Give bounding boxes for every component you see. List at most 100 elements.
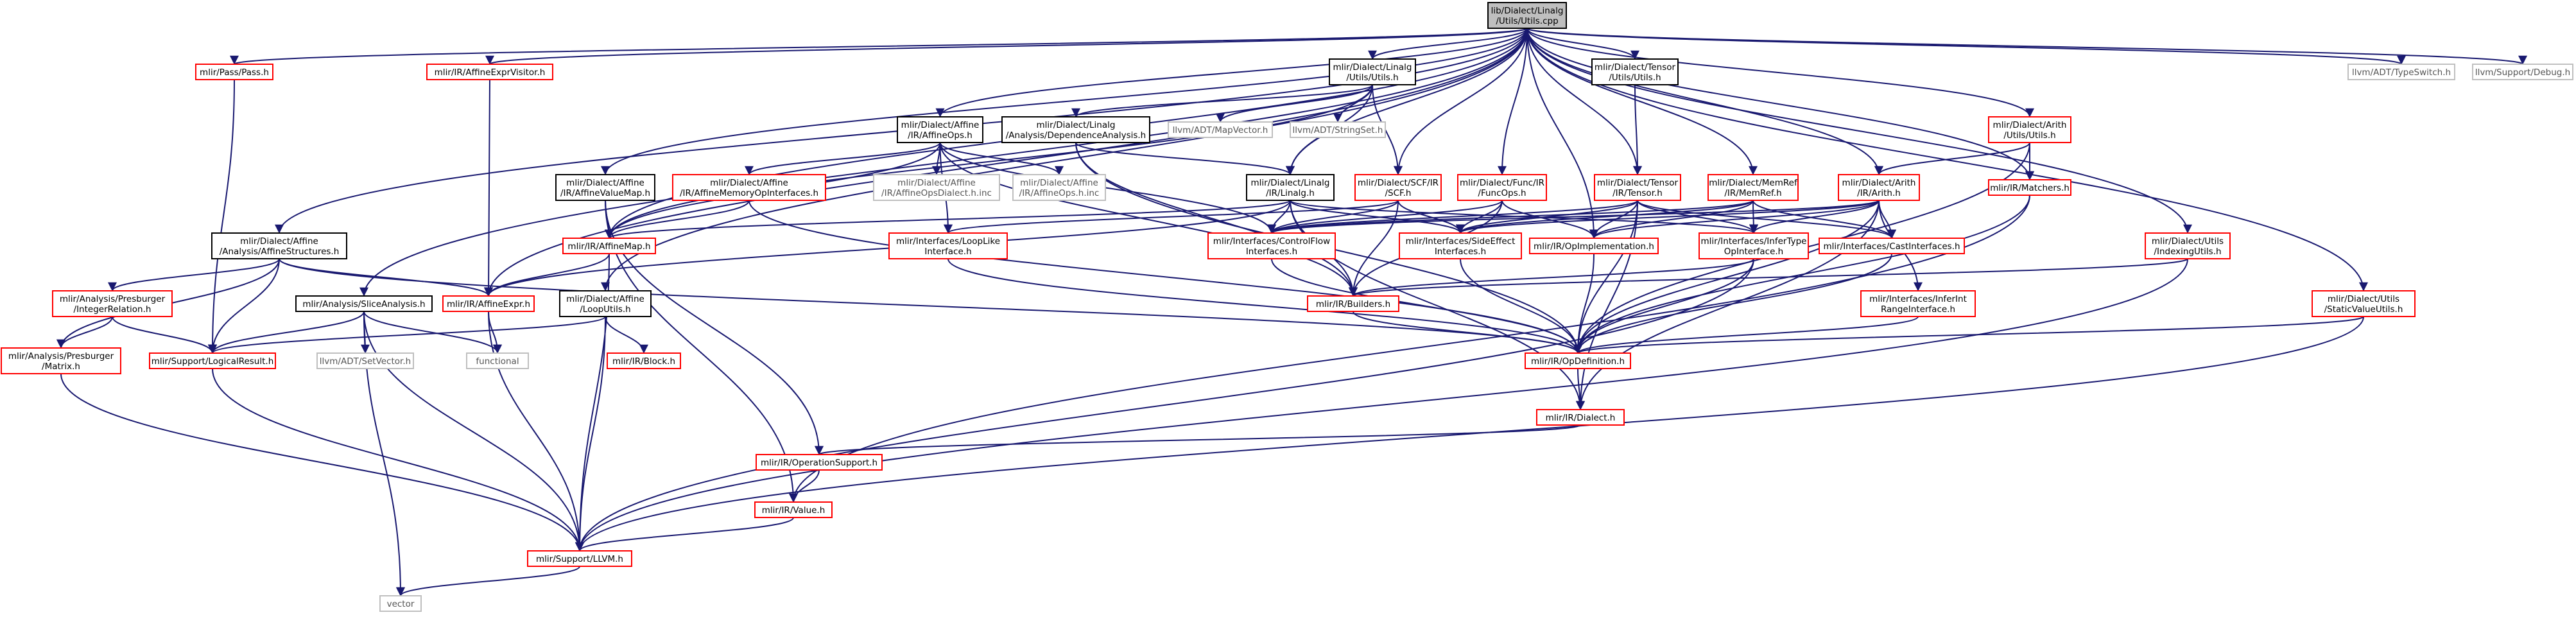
edge-utils_cpp-to-tensor_utils [1526, 28, 1639, 60]
node-affine-ops[interactable]: mlir/Dialect/Affine/IR/AffineOps.h [897, 116, 983, 143]
node-slice-analysis[interactable]: mlir/Analysis/SliceAnalysis.h [295, 295, 433, 312]
node-box [52, 290, 173, 317]
node-linalg-h[interactable]: mlir/Dialect/Linalg/IR/Linalg.h [1246, 174, 1335, 201]
node-label-line: llvm/ADT/TypeSwitch.h [2352, 67, 2451, 78]
node-box [1591, 58, 1679, 85]
node-cast-interfaces[interactable]: mlir/Interfaces/CastInterfaces.h [1819, 238, 1965, 254]
edge-infer_type-to-llvm_h [575, 258, 1754, 552]
node-setvector: llvm/ADT/SetVector.h [316, 352, 414, 369]
node-box [1860, 290, 1976, 317]
node-label-line: llvm/ADT/SetVector.h [320, 356, 411, 367]
node-op-implementation[interactable]: mlir/IR/OpImplementation.h [1529, 238, 1659, 254]
edge-matrix-to-llvm_h [60, 373, 584, 552]
node-value[interactable]: mlir/IR/Value.h [754, 501, 833, 518]
node-affine-ops-inc: mlir/Dialect/Affine/IR/AffineOps.h.inc [1012, 174, 1106, 201]
node-matrix[interactable]: mlir/Analysis/Presburger/Matrix.h [1, 347, 121, 374]
node-label-line: mlir/Interfaces/CastInterfaces.h [1823, 241, 1960, 252]
node-label-line: /FuncOps.h [1478, 188, 1526, 198]
edge-utils_cpp-to-tensor_h [1526, 28, 1642, 175]
edge-tensor_h-to-cast_interfaces [1637, 200, 1896, 239]
node-label-line: /Utils/Utils.h [2003, 130, 2055, 141]
node-dialect[interactable]: mlir/IR/Dialect.h [1536, 409, 1625, 426]
edge-utils_cpp-to-affine_value_map [601, 28, 1528, 175]
node-label-line: mlir/Dialect/Arith [1993, 120, 2067, 130]
node-box [756, 454, 883, 471]
edge-affine_ops-to-affine_mem_op_ifaces [745, 142, 941, 175]
node-func-ops[interactable]: mlir/Dialect/Func/IR/FuncOps.h [1457, 174, 1547, 201]
node-logical-result[interactable]: mlir/Support/LogicalResult.h [149, 352, 276, 369]
node-memref-h[interactable]: mlir/Dialect/MemRef/IR/MemRef.h [1707, 174, 1799, 201]
node-linalg-utils[interactable]: mlir/Dialect/Linalg/Utils/Utils.h [1329, 58, 1416, 85]
node-label-line: mlir/IR/AffineExpr.h [447, 299, 530, 309]
node-affine-expr[interactable]: mlir/IR/AffineExpr.h [442, 295, 535, 312]
node-affine-map[interactable]: mlir/IR/AffineMap.h [562, 238, 656, 254]
edge-tensor_utils-to-tensor_h [1632, 84, 1642, 175]
node-block[interactable]: mlir/IR/Block.h [607, 352, 681, 369]
node-affine-value-map[interactable]: mlir/Dialect/Affine/IR/AffineValueMap.h [555, 174, 655, 201]
node-dependence-analysis[interactable]: mlir/Dialect/Linalg/Analysis/DependenceA… [1001, 116, 1150, 143]
node-label-line: mlir/Dialect/Tensor [1595, 62, 1676, 73]
node-box [1487, 2, 1567, 29]
node-arith-utils[interactable]: mlir/Dialect/Arith/Utils/Utils.h [1988, 116, 2071, 143]
node-label-line: mlir/Support/LogicalResult.h [151, 356, 274, 367]
edge-dependence_analysis-to-builders [1075, 142, 1358, 297]
node-operation-support[interactable]: mlir/IR/OperationSupport.h [756, 454, 883, 471]
edge-arith_h-to-op_implementation [1589, 200, 1880, 239]
edge-builders-to-op_definition [1353, 311, 1582, 354]
node-label-line: RangeInterface.h [1881, 304, 1955, 315]
node-label-line: mlir/IR/OpImplementation.h [1534, 241, 1654, 252]
node-scf-h[interactable]: mlir/Dialect/SCF/IR/SCF.h [1354, 174, 1442, 201]
edge-utils_cpp-to-arith_utils [1526, 28, 2034, 117]
node-box [1594, 174, 1681, 201]
node-loop-utils[interactable]: mlir/Dialect/Affine/LoopUtils.h [559, 290, 652, 317]
node-indexing-utils[interactable]: mlir/Dialect/Utils/IndexingUtils.h [2145, 232, 2231, 259]
edge-dependence_analysis-to-linalg_h [1075, 142, 1295, 175]
node-label-line: /IR/MemRef.h [1724, 188, 1781, 198]
edge-cast_interfaces-to-op_definition [1573, 253, 1892, 354]
node-label-line: /Utils/Utils.h [1609, 73, 1661, 83]
node-tensor-h[interactable]: mlir/Dialect/Tensor/IR/Tensor.h [1594, 174, 1681, 201]
node-box [1354, 174, 1442, 201]
node-affine-expr-visitor[interactable]: mlir/IR/AffineExprVisitor.h [426, 64, 553, 80]
node-static-value-utils[interactable]: mlir/Dialect/Utils/StaticValueUtils.h [2312, 290, 2416, 317]
node-box [1707, 174, 1799, 201]
node-box [754, 501, 833, 518]
node-label-line: /IR/AffineMemoryOpInterfaces.h [680, 188, 818, 198]
edge-arith_h-to-op_definition [1573, 200, 1880, 354]
node-label-line: /Utils/Utils.h [1346, 73, 1398, 83]
node-affine-structures[interactable]: mlir/Dialect/Affine/Analysis/AffineStruc… [211, 232, 347, 259]
node-box [211, 232, 347, 259]
edge-operation_support-to-value [789, 469, 820, 503]
node-arith-h[interactable]: mlir/Dialect/Arith/IR/Arith.h [1838, 174, 1920, 201]
node-label-line: mlir/Dialect/Utils [2328, 294, 2399, 304]
node-box [149, 352, 276, 369]
edge-utils_cpp-to-func_ops [1498, 28, 1528, 175]
edge-static_value_utils-to-llvm_h [575, 316, 2364, 552]
node-label-line: mlir/Dialect/Affine [897, 178, 976, 188]
node-box [316, 352, 414, 369]
node-integer-relation[interactable]: mlir/Analysis/Presburger/IntegerRelation… [52, 290, 173, 317]
node-pass[interactable]: mlir/Pass/Pass.h [195, 64, 273, 80]
node-matchers[interactable]: mlir/IR/Matchers.h [1988, 179, 2071, 196]
edge-memref_h-to-op_implementation [1589, 200, 1754, 239]
node-label-line: mlir/Dialect/Arith [1842, 178, 1916, 188]
edge-affine_expr-to-llvm_h [488, 311, 584, 552]
node-tensor-utils[interactable]: mlir/Dialect/Tensor/Utils/Utils.h [1591, 58, 1679, 85]
node-label-line: /Utils/Utils.cpp [1496, 16, 1558, 26]
node-box [2472, 64, 2573, 80]
node-label-line: mlir/IR/Builders.h [1316, 299, 1390, 309]
node-label-line: llvm/Support/Debug.h [2475, 67, 2570, 78]
node-builders[interactable]: mlir/IR/Builders.h [1307, 295, 1399, 312]
edge-arith_h-to-side_effect [1456, 200, 1880, 234]
node-box [1329, 58, 1416, 85]
node-affine-mem-op-ifaces[interactable]: mlir/Dialect/Affine/IR/AffineMemoryOpInt… [672, 174, 826, 201]
node-op-definition[interactable]: mlir/IR/OpDefinition.h [1525, 352, 1631, 369]
edge-integer_relation-to-logical_result [112, 316, 217, 354]
node-box [1819, 238, 1965, 254]
node-llvm-h[interactable]: mlir/Support/LLVM.h [527, 550, 632, 567]
